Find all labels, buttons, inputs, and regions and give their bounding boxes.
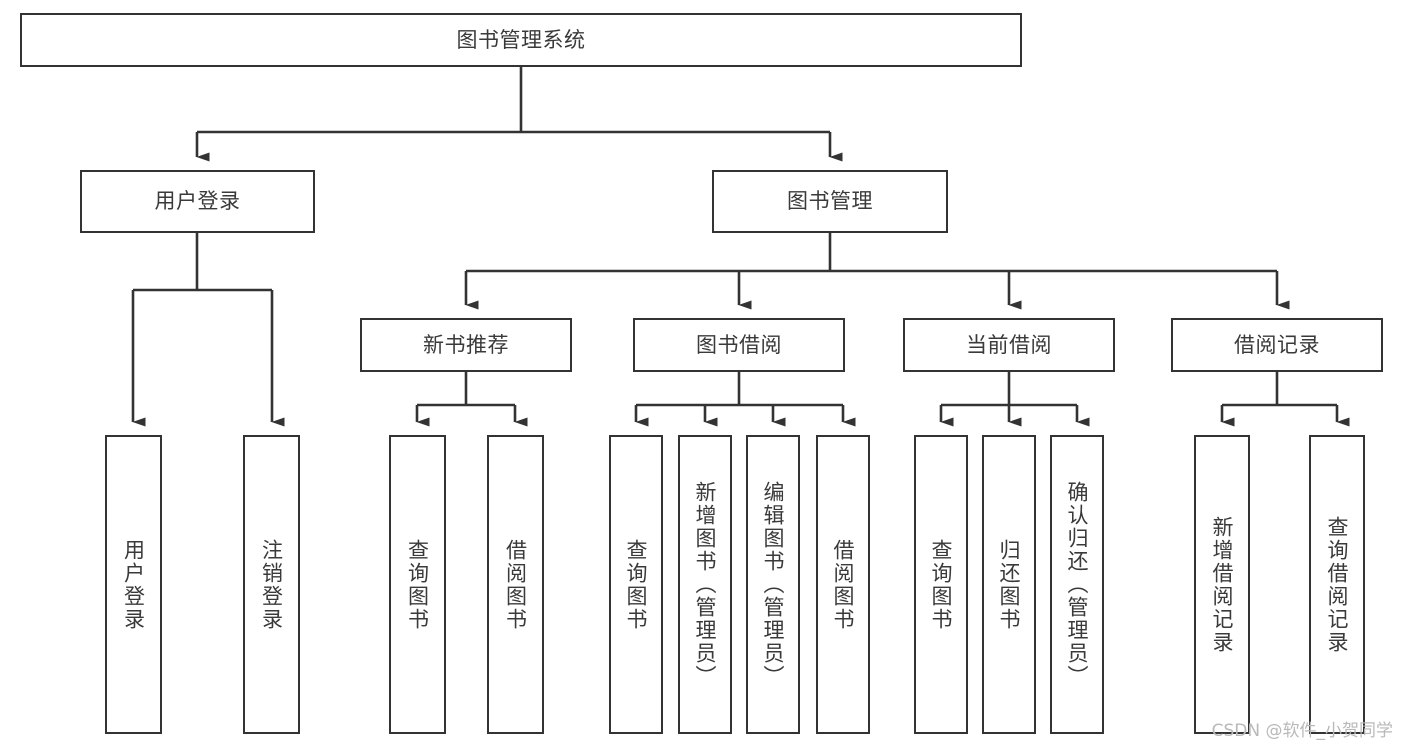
node-borrow-record-label: 借阅记录 [1234,332,1320,357]
node-leaf-query-borrow-record[interactable]: 查询借阅记录 [1309,435,1365,734]
node-leaf-query-book-new-label: 查询图书 [405,538,430,631]
node-leaf-add-book-admin[interactable]: 新增图书（管理员） [678,435,732,734]
node-root-label: 图书管理系统 [456,27,586,52]
node-leaf-add-borrow-record[interactable]: 新增借阅记录 [1194,435,1250,734]
node-root[interactable]: 图书管理系统 [20,13,1022,67]
node-user-login-label: 用户登录 [154,189,241,214]
node-leaf-borrow-book-new[interactable]: 借阅图书 [487,435,544,734]
node-leaf-query-book-current[interactable]: 查询图书 [914,435,968,734]
node-leaf-query-book-current-label: 查询图书 [929,538,954,631]
node-leaf-confirm-return-admin[interactable]: 确认归还（管理员） [1050,435,1104,734]
node-leaf-query-borrow-record-label: 查询借阅记录 [1325,515,1350,654]
node-leaf-edit-book-admin-label: 编辑图书（管理员） [761,481,786,688]
node-user-login[interactable]: 用户登录 [80,170,315,233]
node-new-book-recommend[interactable]: 新书推荐 [360,318,572,372]
node-book-borrow-label: 图书借阅 [696,332,782,357]
node-book-management-label: 图书管理 [787,189,873,214]
watermark-text: CSDN @软件_小贺同学 [1211,721,1393,741]
node-leaf-borrow-book-label: 借阅图书 [831,538,856,631]
node-leaf-query-book-new[interactable]: 查询图书 [389,435,446,734]
node-leaf-confirm-return-admin-label: 确认归还（管理员） [1065,481,1090,688]
node-leaf-borrow-book[interactable]: 借阅图书 [816,435,870,734]
node-leaf-query-book-borrow[interactable]: 查询图书 [609,435,663,734]
node-leaf-logout[interactable]: 注销登录 [243,435,300,734]
node-book-borrow[interactable]: 图书借阅 [633,318,845,372]
node-book-management[interactable]: 图书管理 [712,170,948,233]
node-current-borrow[interactable]: 当前借阅 [903,318,1115,372]
node-borrow-record[interactable]: 借阅记录 [1171,318,1383,372]
node-leaf-user-login[interactable]: 用户登录 [105,435,162,734]
node-leaf-return-book-label: 归还图书 [997,538,1022,631]
node-new-book-recommend-label: 新书推荐 [423,332,509,357]
node-leaf-logout-label: 注销登录 [259,538,284,631]
node-leaf-add-borrow-record-label: 新增借阅记录 [1210,515,1235,654]
node-leaf-return-book[interactable]: 归还图书 [982,435,1036,734]
node-leaf-add-book-admin-label: 新增图书（管理员） [693,481,718,688]
node-current-borrow-label: 当前借阅 [966,332,1052,357]
node-leaf-edit-book-admin[interactable]: 编辑图书（管理员） [746,435,800,734]
node-leaf-borrow-book-new-label: 借阅图书 [503,538,528,631]
node-leaf-user-login-label: 用户登录 [121,538,146,631]
node-leaf-query-book-borrow-label: 查询图书 [624,538,649,631]
